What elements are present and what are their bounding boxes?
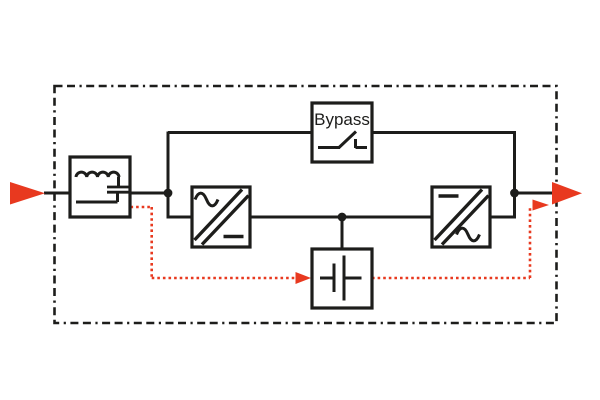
battery-block xyxy=(310,247,374,310)
junction-dot xyxy=(337,212,347,222)
inverter-block-frame xyxy=(430,185,492,249)
ac-sine-icon xyxy=(455,226,481,243)
inductor-coil-icon xyxy=(74,170,121,178)
capacitor-icon xyxy=(107,185,129,194)
junction-dot xyxy=(163,188,173,198)
bypass-block-frame xyxy=(310,101,374,164)
battery-path-arrow-icon xyxy=(532,199,549,211)
converter-diagonal-icon xyxy=(433,188,490,246)
filter-block xyxy=(68,155,132,219)
inverter-block xyxy=(430,185,492,249)
bypass-label: Bypass xyxy=(314,110,370,129)
battery-path-dotted-line xyxy=(130,205,532,280)
bypass-block: Bypass xyxy=(310,101,374,164)
battery-path-arrow-icon xyxy=(295,272,311,284)
ac-sine-icon xyxy=(193,191,220,208)
junction-dot xyxy=(510,188,519,198)
battery-cell-icon xyxy=(320,255,362,301)
output-arrow-icon xyxy=(552,182,582,205)
input-arrow-icon xyxy=(10,182,45,205)
rectifier-block xyxy=(190,185,252,249)
enclosure-border xyxy=(53,84,558,325)
open-switch-icon xyxy=(318,130,367,149)
converter-diagonal-icon xyxy=(193,188,250,246)
